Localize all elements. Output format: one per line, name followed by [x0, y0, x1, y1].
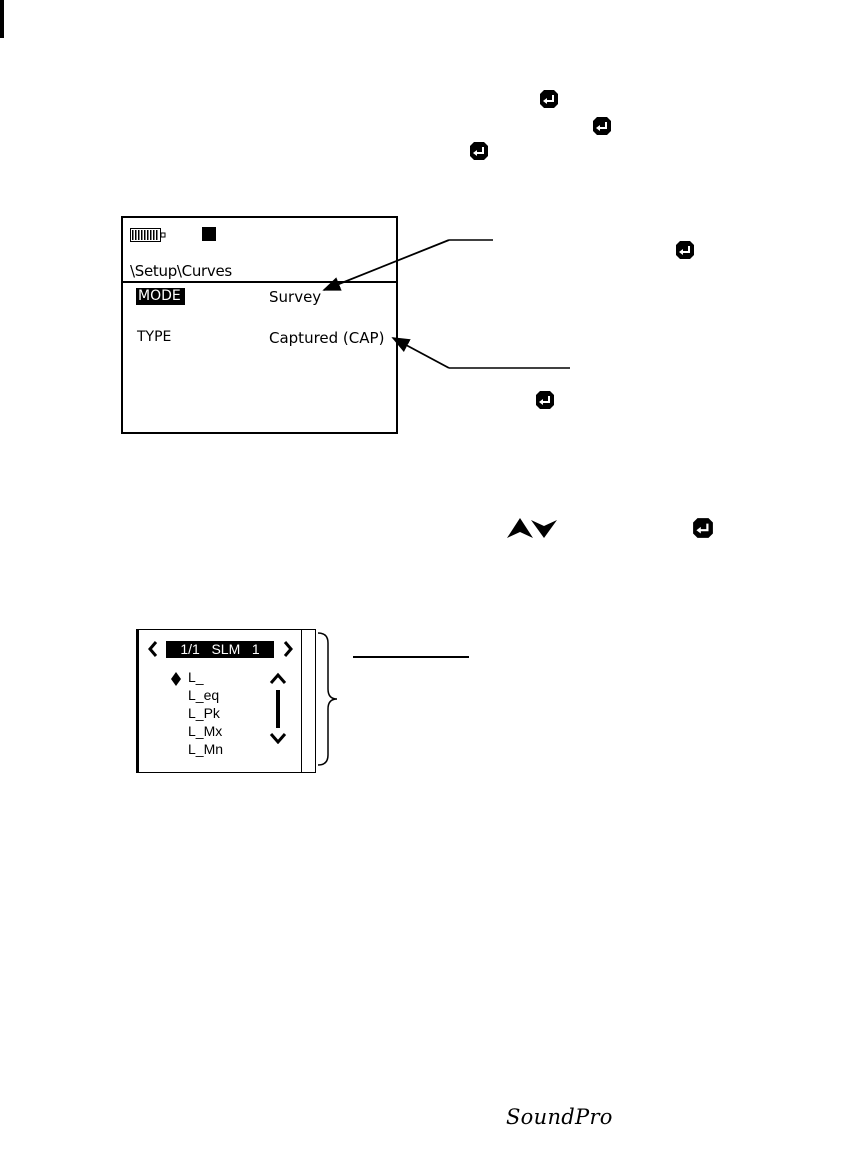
screen-path: \Setup\Curves — [130, 262, 232, 280]
enter-icon — [539, 89, 559, 109]
type-label: TYPE — [137, 329, 172, 345]
margin-tab — [0, 0, 4, 38]
slm-header: 1/1 SLM 1 — [166, 641, 274, 658]
list-item[interactable]: L_Mn — [188, 741, 224, 757]
type-value: Captured (CAP) — [269, 329, 385, 347]
battery-icon — [130, 227, 168, 242]
enter-icon — [535, 390, 555, 410]
mode-value: Survey — [269, 288, 322, 306]
screen-divider — [123, 281, 396, 283]
list-item[interactable]: L_Mx — [188, 723, 223, 739]
up-down-arrow-icon — [505, 516, 559, 540]
enter-icon — [692, 517, 714, 539]
soundpro-logo: SoundPro — [506, 1105, 613, 1129]
slm-screen: 1/1 SLM 1 L_ L_eq L_Pk L_Mx L_Mn — [136, 629, 316, 773]
left-arrow-icon[interactable] — [148, 641, 158, 657]
stop-icon — [202, 227, 216, 241]
list-item[interactable]: L_eq — [188, 687, 220, 703]
diamond-icon — [171, 671, 181, 686]
list-item[interactable]: L_Pk — [188, 705, 220, 721]
enter-icon — [675, 240, 695, 260]
enter-icon — [469, 141, 489, 161]
list-item[interactable]: L_ — [188, 669, 204, 685]
enter-icon — [592, 116, 612, 136]
brace-icon — [316, 631, 340, 767]
logo-text: SoundPro — [506, 1105, 613, 1129]
curves-setup-screen: \Setup\Curves MODE Survey TYPE Captured … — [121, 216, 398, 434]
right-arrow-icon[interactable] — [283, 641, 293, 657]
scroll-arrows-icon[interactable] — [269, 672, 287, 745]
screen-edge-line — [301, 630, 302, 772]
annotation-rule — [353, 656, 469, 658]
callout-arrows — [322, 239, 570, 369]
mode-label[interactable]: MODE — [136, 288, 185, 305]
